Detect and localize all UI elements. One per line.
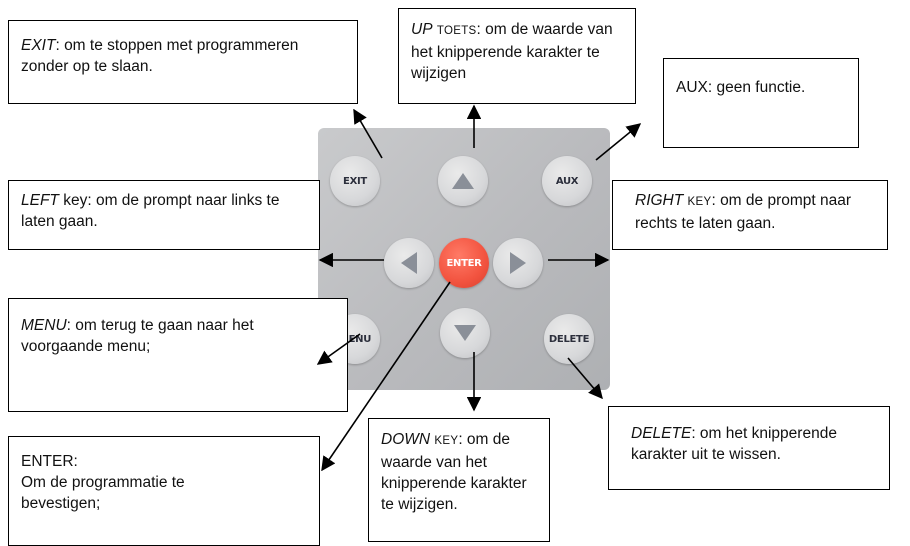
up-callout-text: : om de waarde van het knipperende karak… [411,21,613,82]
exit-callout: EXIT: om te stoppen met programmeren zon… [8,20,358,104]
left-callout: LEFT key: om de prompt naar links te lat… [8,180,320,250]
down-callout-small: KEY [434,435,459,447]
delete-arrow [567,357,603,400]
enter-callout-title: ENTER: [21,453,78,470]
menu-arrow [316,333,361,365]
left-arrow-icon [401,252,417,274]
left-key[interactable] [384,238,434,288]
aux-callout: AUX: geen functie. [663,58,859,148]
delete-key-label: DELETE [548,333,590,345]
aux-arrow [595,123,642,161]
delete-key[interactable]: DELETE [544,314,594,364]
left-callout-key: LEFT [21,192,59,209]
aux-key[interactable]: AUX [542,156,592,206]
right-callout: RIGHT KEY: om de prompt naar rechts te l… [612,180,888,250]
right-key[interactable] [493,238,543,288]
menu-callout-key: MENU [21,317,67,334]
up-arrow-icon [452,173,474,189]
exit-callout-text: : om te stoppen met programmeren zonder … [21,37,299,75]
right-callout-small: KEY [687,196,712,208]
enter-callout-text: Om de programmatie te bevestigen; [21,474,185,512]
enter-key[interactable]: ENTER [439,238,489,288]
delete-callout-key: DELETE [631,425,692,442]
right-arrow-icon [510,252,526,274]
down-arrow-icon [454,325,476,341]
down-callout-key: DOWN [381,431,431,448]
aux-key-label: AUX [555,175,579,187]
keypad: EXIT AUX ENTER MENU DELETE [318,128,610,390]
exit-key-label: EXIT [343,175,367,187]
enter-key-label: ENTER [446,257,482,269]
menu-key-label: MENU [338,333,372,345]
exit-arrow [353,108,383,159]
left-callout-text: key: om de prompt naar links te laten ga… [21,192,280,230]
up-callout-key: UP [411,21,433,38]
down-key[interactable] [440,308,490,358]
up-callout: UP TOETS: om de waarde van het knipperen… [398,8,636,104]
delete-callout: DELETE: om het knipperende karakter uit … [608,406,890,490]
menu-callout-text: : om terug te gaan naar het voorgaande m… [21,317,254,355]
up-callout-small: TOETS [436,25,477,37]
right-callout-text: : om de prompt naar rechts te laten gaan… [635,192,852,232]
delete-callout-text: : om het knipperende karakter uit te wis… [631,425,837,463]
aux-callout-text: AUX: geen functie. [676,79,806,96]
down-callout-text: : om de waarde van het knipperende karak… [381,431,527,513]
enter-callout: ENTER: Om de programmatie te bevestigen; [8,436,320,546]
up-key[interactable] [438,156,488,206]
down-callout: DOWN KEY: om de waarde van het knipperen… [368,418,550,542]
right-callout-key: RIGHT [635,192,684,209]
exit-callout-key: EXIT [21,37,56,54]
exit-key[interactable]: EXIT [330,156,380,206]
menu-callout: MENU: om terug te gaan naar het voorgaan… [8,298,348,412]
enter-arrow [321,281,451,472]
